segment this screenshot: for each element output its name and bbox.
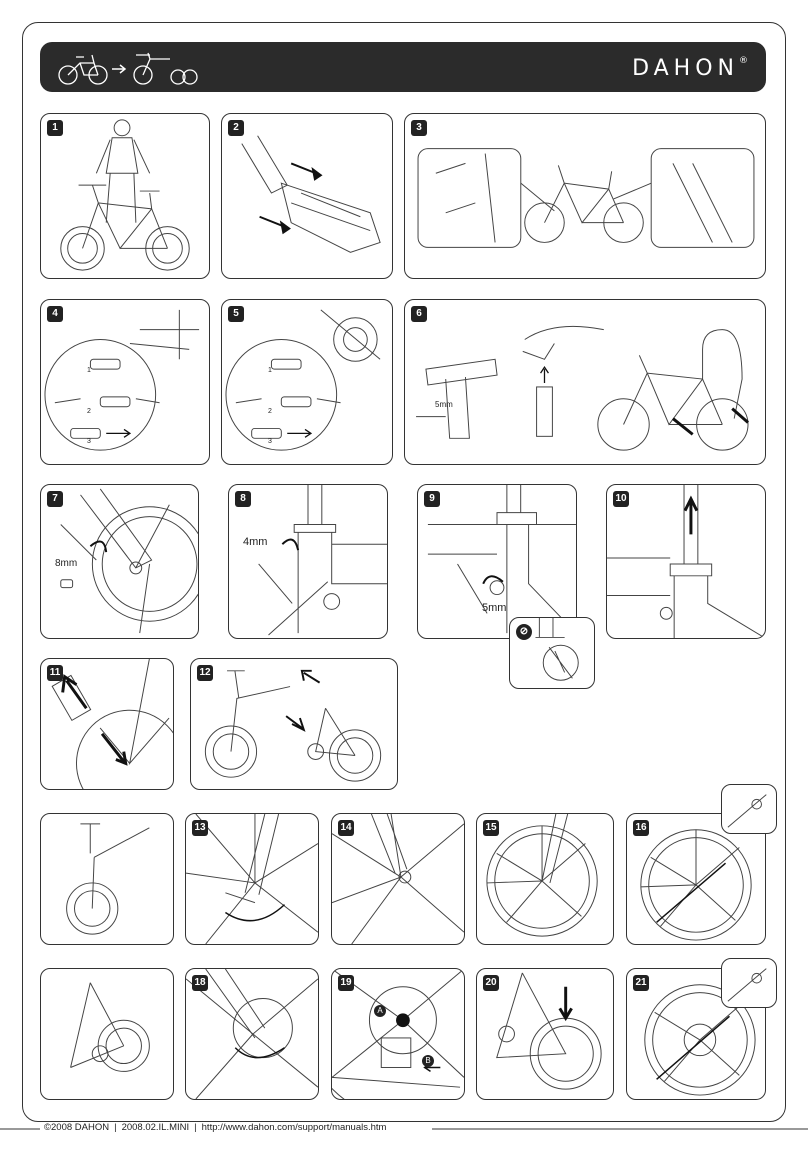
prohibited-icon: ⊘ (516, 624, 532, 640)
step-21-inset (721, 958, 777, 1008)
step-11-panel: 11 (40, 658, 174, 790)
step-15-panel: 15 (476, 813, 614, 945)
front-wheel-removal-illustration (640, 829, 752, 941)
skewer-detail-illustration (727, 794, 767, 828)
front-wheel-release-illustration (486, 814, 598, 937)
step-number: 21 (633, 975, 649, 991)
brand-name: DAHON (632, 56, 739, 81)
rear-cable-disconnect-illustration (225, 309, 381, 451)
seatpost-clamp-loosen-illustration (427, 485, 576, 634)
substep-label: 3 (268, 438, 272, 445)
step-number: 12 (197, 665, 213, 681)
dahon-logo: DAHON® (632, 56, 748, 81)
step-2-panel: 2 (221, 113, 393, 279)
fold-sequence-icon (58, 52, 198, 85)
step-8-panel: 8 4mm (228, 484, 388, 639)
step-number: 1 (47, 120, 63, 136)
person-with-bike-illustration (60, 119, 190, 271)
rear-quick-release-illustration (186, 969, 318, 1099)
separator: | (114, 1122, 117, 1133)
step-18-panel: 18 (185, 968, 319, 1100)
step-number: 5 (228, 306, 244, 322)
step-number: 20 (483, 975, 499, 991)
step-3-panel: 3 (404, 113, 766, 279)
seatpost-clamp-illustration (258, 485, 387, 636)
callout-a: A (374, 1005, 386, 1017)
step-number: 13 (192, 820, 208, 836)
derailleur-illustration (332, 969, 464, 1099)
rear-wheel-removal-illustration (496, 972, 602, 1090)
footer-rule (0, 1128, 808, 1130)
substep-label: 3 (87, 438, 91, 445)
brake-release-illustration (417, 148, 755, 248)
crank-removal-illustration (51, 659, 173, 789)
callout-b: B (422, 1055, 434, 1067)
document-code: 2008.02.IL.MINI (121, 1122, 190, 1133)
footer: ©2008 DAHON | 2008.02.IL.MINI | http://w… (44, 1122, 386, 1133)
step-9-panel: 9 5mm (417, 484, 577, 639)
handlebar-removal-illustration (416, 325, 749, 451)
crank-bolt-illustration (60, 488, 198, 634)
quick-release-open-illustration (186, 814, 318, 944)
step-13-panel: 13 (185, 813, 319, 945)
step-number: 8 (235, 491, 251, 507)
step-21-panel: 21 (626, 968, 766, 1100)
wrong-method-illustration (535, 618, 579, 681)
step-folded-front-panel (40, 813, 174, 945)
page-border (22, 22, 786, 1122)
step-16-panel: 16 (626, 813, 766, 945)
tool-size-label: 4mm (243, 536, 268, 548)
skewer-detail-illustration (727, 968, 767, 1002)
separator: | (194, 1122, 197, 1133)
tool-size-label: 5mm (482, 602, 507, 614)
step-number: 7 (47, 491, 63, 507)
step-5-panel: 5 1 2 3 (221, 299, 393, 465)
step-number: 19 (338, 975, 354, 991)
substep-label: 1 (268, 367, 272, 374)
step-number: 4 (47, 306, 63, 322)
step-number: 3 (411, 120, 427, 136)
rear-skewer-removal-illustration (644, 984, 756, 1096)
step-number: 18 (192, 975, 208, 991)
trademark: ® (739, 56, 748, 66)
step-19-panel: 19 A B (331, 968, 465, 1100)
step-number: 10 (613, 491, 629, 507)
step-20-panel: 20 (476, 968, 614, 1100)
step-number: 6 (411, 306, 427, 322)
seatpost-raise-illustration (607, 485, 765, 638)
rear-folded-illustration (70, 982, 150, 1072)
pedal-illustration (241, 135, 381, 253)
step-number: 11 (47, 665, 63, 681)
header-bar: DAHON® (40, 42, 766, 92)
step-number: 2 (228, 120, 244, 136)
step-16-inset (721, 784, 777, 834)
tool-size-label: 8mm (55, 558, 78, 569)
step-12-panel: 12 (190, 658, 398, 790)
step-10-panel: 10 (606, 484, 766, 639)
substep-label: 1 (87, 367, 91, 374)
manual-url-link[interactable]: http://www.dahon.com/support/manuals.htm (201, 1122, 387, 1133)
step-number: 15 (483, 820, 499, 836)
step-7-panel: 7 8mm (40, 484, 199, 639)
warning-inset-panel: ⊘ (509, 617, 595, 689)
front-wheel-folded-illustration (66, 823, 150, 935)
step-number: 16 (633, 820, 649, 836)
step-6-panel: 6 5mm (404, 299, 766, 465)
tool-size-label: 5mm (435, 400, 453, 409)
frame-fold-illustration (204, 669, 382, 782)
substep-label: 2 (268, 408, 272, 415)
substep-label: 2 (87, 408, 91, 415)
step-1-panel: 1 (40, 113, 210, 279)
step-number: 9 (424, 491, 440, 507)
axle-nut-illustration (332, 814, 464, 944)
copyright-text: ©2008 DAHON (44, 1122, 110, 1133)
step-14-panel: 14 (331, 813, 465, 945)
step-4-panel: 4 1 2 3 (40, 299, 210, 465)
step-number: 14 (338, 820, 354, 836)
step-folded-rear-panel (40, 968, 174, 1100)
cable-disconnect-illustration (44, 309, 200, 451)
